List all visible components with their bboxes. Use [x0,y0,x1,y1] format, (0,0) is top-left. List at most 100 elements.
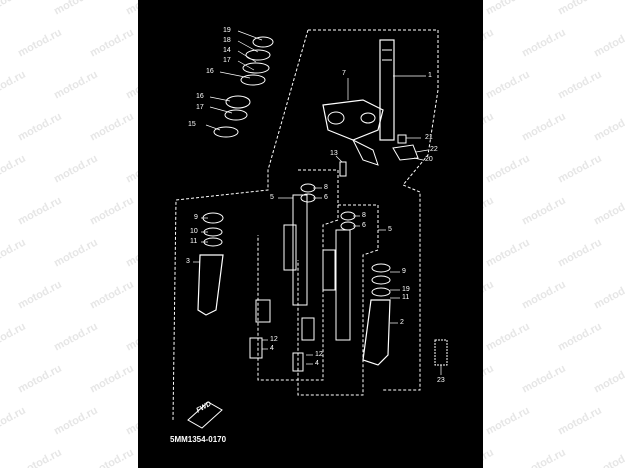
watermark-text: motod.ru [51,0,100,18]
fwd-tag: FWD [188,398,222,420]
callout-18: 18 [223,37,231,44]
callout-8a: 8 [324,184,328,191]
watermark-text: motod.ru [87,446,136,468]
callout-5a: 5 [270,194,274,201]
watermark-text: motod.ru [519,26,568,60]
part-23-plate [434,339,448,366]
callout-19b: 19 [402,286,410,293]
watermark-text: motod.ru [519,194,568,228]
watermark-text: motod.ru [87,194,136,228]
callout-2: 2 [400,319,404,326]
watermark-text: motod.ru [51,404,100,438]
callout-23: 23 [437,377,445,384]
callout-1: 1 [428,72,432,79]
callout-19: 19 [223,27,231,34]
callout-4a: 4 [270,345,274,352]
callout-21: 21 [425,134,433,141]
watermark-text: motod.ru [0,320,28,354]
watermark-text: motod.ru [51,152,100,186]
callout-3: 3 [186,258,190,265]
callout-22: 22 [430,146,438,153]
watermark-text: motod.ru [0,68,28,102]
fwd-label: FWD [195,400,213,415]
watermark-text: motod.ru [15,362,64,396]
callout-14: 14 [223,47,231,54]
watermark-text: motod.ru [87,26,136,60]
callout-12b: 12 [315,351,323,358]
watermark-text: motod.ru [483,0,532,18]
clamp-parts [392,134,419,161]
watermark-text: motod.ru [555,0,604,18]
callout-12a: 12 [270,336,278,343]
steering-stem [379,39,395,141]
bolt-13 [339,161,347,177]
callout-7: 7 [342,70,346,77]
watermark-text: motod.ru [591,110,625,144]
watermark-text: motod.ru [15,26,64,60]
watermark-text: motod.ru [555,404,604,438]
callout-15: 15 [188,121,196,128]
watermark-text: motod.ru [483,404,532,438]
watermark-text: motod.ru [555,68,604,102]
callout-20: 20 [425,156,433,163]
callout-5b: 5 [388,226,392,233]
callout-6b: 6 [362,222,366,229]
callout-9b: 9 [402,268,406,275]
watermark-text: motod.ru [483,152,532,186]
exploded-view-drawing [172,29,448,429]
outer-tube-left [197,212,224,316]
callout-13: 13 [330,150,338,157]
callout-16b: 16 [196,93,204,100]
callout-11a: 11 [190,238,198,245]
watermark-text: motod.ru [87,110,136,144]
watermark-text: motod.ru [519,278,568,312]
outer-tube-right [362,263,391,366]
watermark-text: motod.ru [483,236,532,270]
part-code: 5MM1354-0170 [170,435,227,444]
watermark-text: motod.ru [519,362,568,396]
watermark-text: motod.ru [51,68,100,102]
watermark-text: motod.ru [87,278,136,312]
watermark-text: motod.ru [591,362,625,396]
watermark-text: motod.ru [591,446,625,468]
watermark-text: motod.ru [555,152,604,186]
fwd-arrow-icon [187,401,223,429]
lower-bracket [322,99,384,166]
watermark-text: motod.ru [591,26,625,60]
callout-10a: 10 [190,228,198,235]
callout-6a: 6 [324,194,328,201]
watermark-text: motod.ru [0,236,28,270]
inner-fork-right [292,211,356,372]
fork-left-boundary [257,169,339,381]
callout-11b: 11 [402,294,410,301]
watermark-text: motod.ru [591,194,625,228]
callout-17b: 17 [196,104,204,111]
watermark-text: motod.ru [555,320,604,354]
callout-4b: 4 [315,360,319,367]
watermark-text: motod.ru [15,194,64,228]
watermark-text: motod.ru [51,320,100,354]
bearing-stack [213,36,274,138]
parts-diagram-panel: 19 18 14 17 16 16 17 15 7 1 21 22 20 13 … [138,0,483,468]
leader-lines [193,30,442,375]
inner-fork-left [249,183,316,359]
watermark-text: motod.ru [87,362,136,396]
assembly-boundary [308,29,439,391]
watermark-text: motod.ru [519,110,568,144]
watermark-text: motod.ru [591,278,625,312]
watermark-text: motod.ru [519,446,568,468]
watermark-text: motod.ru [15,278,64,312]
watermark-text: motod.ru [0,404,28,438]
watermark-text: motod.ru [0,0,28,18]
watermark-text: motod.ru [15,446,64,468]
callout-16: 16 [206,68,214,75]
watermark-text: motod.ru [483,320,532,354]
callout-8b: 8 [362,212,366,219]
assembly-boundary-left [172,29,309,421]
watermark-text: motod.ru [483,68,532,102]
watermark-text: motod.ru [0,152,28,186]
watermark-text: motod.ru [51,236,100,270]
watermark-text: motod.ru [555,236,604,270]
callout-9a: 9 [194,214,198,221]
watermark-text: motod.ru [15,110,64,144]
